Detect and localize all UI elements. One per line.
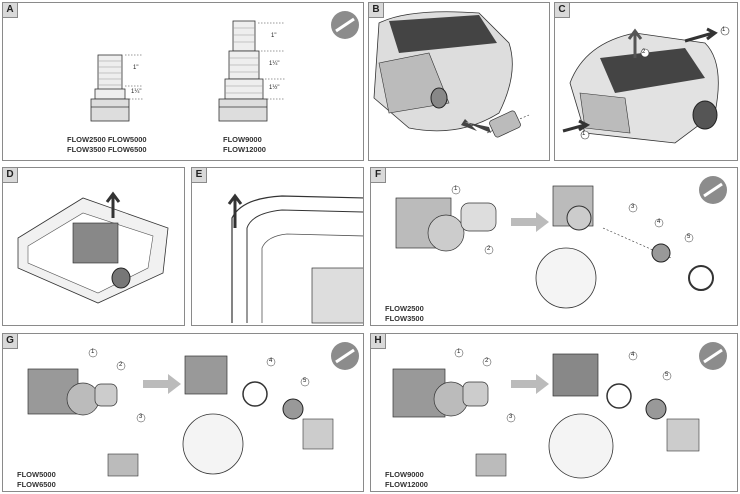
panel-letter: B <box>369 3 384 18</box>
dim-label-right-1: 1" <box>271 33 277 39</box>
pump-outlet-illustration <box>373 11 530 138</box>
model-list-left-2: FLOW3500 FLOW6500 <box>67 145 147 154</box>
callout-g-5: 5 <box>303 378 307 384</box>
dim-label-left-2: 1¼" <box>131 89 142 95</box>
callout-g-1: 1 <box>91 349 95 355</box>
dim-label-left-1: 1" <box>133 65 139 71</box>
housing-detail-illustration <box>227 193 363 324</box>
callout-f-5: 5 <box>687 234 691 240</box>
pump-housing-illustration <box>17 191 169 304</box>
model-list-1: FLOW5000 <box>17 470 56 479</box>
dim-label-right-3: 1½" <box>269 85 280 91</box>
panel-e: E <box>191 167 364 326</box>
model-list-2: FLOW12000 <box>385 480 428 489</box>
model-list-2: FLOW6500 <box>17 480 56 489</box>
callout-g-2: 2 <box>119 362 123 368</box>
panel-letter: F <box>371 168 386 183</box>
panel-a: A <box>2 2 364 161</box>
panel-letter: A <box>3 3 18 18</box>
panel-g: G 1 2 3 4 5 FLOW5000 FLOW6500 <box>2 333 364 492</box>
impeller-disassembly-illustration <box>395 176 727 309</box>
callout-f-3: 3 <box>631 204 635 210</box>
panel-b: B <box>368 2 550 161</box>
dim-label-right-2: 1¼" <box>269 61 280 67</box>
model-list-right-2: FLOW12000 <box>223 145 266 154</box>
callout-h-1: 1 <box>457 349 461 355</box>
callout-f-4: 4 <box>657 219 661 225</box>
callout-h-3: 3 <box>509 414 513 420</box>
panel-d: D <box>2 167 185 326</box>
callout-c-1a: 1 <box>722 27 726 33</box>
impeller-disassembly-illustration <box>27 342 359 477</box>
callout-g-3: 3 <box>139 414 143 420</box>
callout-f-1: 1 <box>454 186 458 192</box>
hose-adapter-illustration <box>90 11 359 122</box>
callout-c-2: 2 <box>642 49 646 55</box>
model-list-1: FLOW9000 <box>385 470 424 479</box>
model-list-right-1: FLOW9000 <box>223 135 262 144</box>
model-list-2: FLOW3500 <box>385 314 424 323</box>
callout-f-2: 2 <box>487 246 491 252</box>
callout-h-5: 5 <box>665 372 669 378</box>
panel-letter: E <box>192 168 207 183</box>
grey-arrow-icon <box>511 374 549 394</box>
callout-c-1b: 1 <box>582 131 586 137</box>
model-list-1: FLOW2500 <box>385 304 424 313</box>
callout-h-2: 2 <box>485 358 489 364</box>
panel-h: H 1 2 3 4 5 FLOW9000 FLOW12000 <box>370 333 738 492</box>
grey-arrow-icon <box>511 212 549 232</box>
panel-letter: C <box>555 3 570 18</box>
callout-g-4: 4 <box>269 358 273 364</box>
panel-f: F 1 2 3 4 5 FLOW2500 FLOW3500 <box>370 167 738 326</box>
impeller-disassembly-illustration <box>392 342 727 479</box>
panel-c: C 2 1 1 <box>554 2 738 161</box>
panel-letter: G <box>3 334 18 349</box>
panel-letter: H <box>371 334 386 349</box>
callout-h-4: 4 <box>631 352 635 358</box>
panel-letter: D <box>3 168 18 183</box>
pump-flow-illustration <box>562 26 730 144</box>
model-list-left-1: FLOW2500 FLOW5000 <box>67 135 147 144</box>
grey-arrow-icon <box>143 374 181 394</box>
